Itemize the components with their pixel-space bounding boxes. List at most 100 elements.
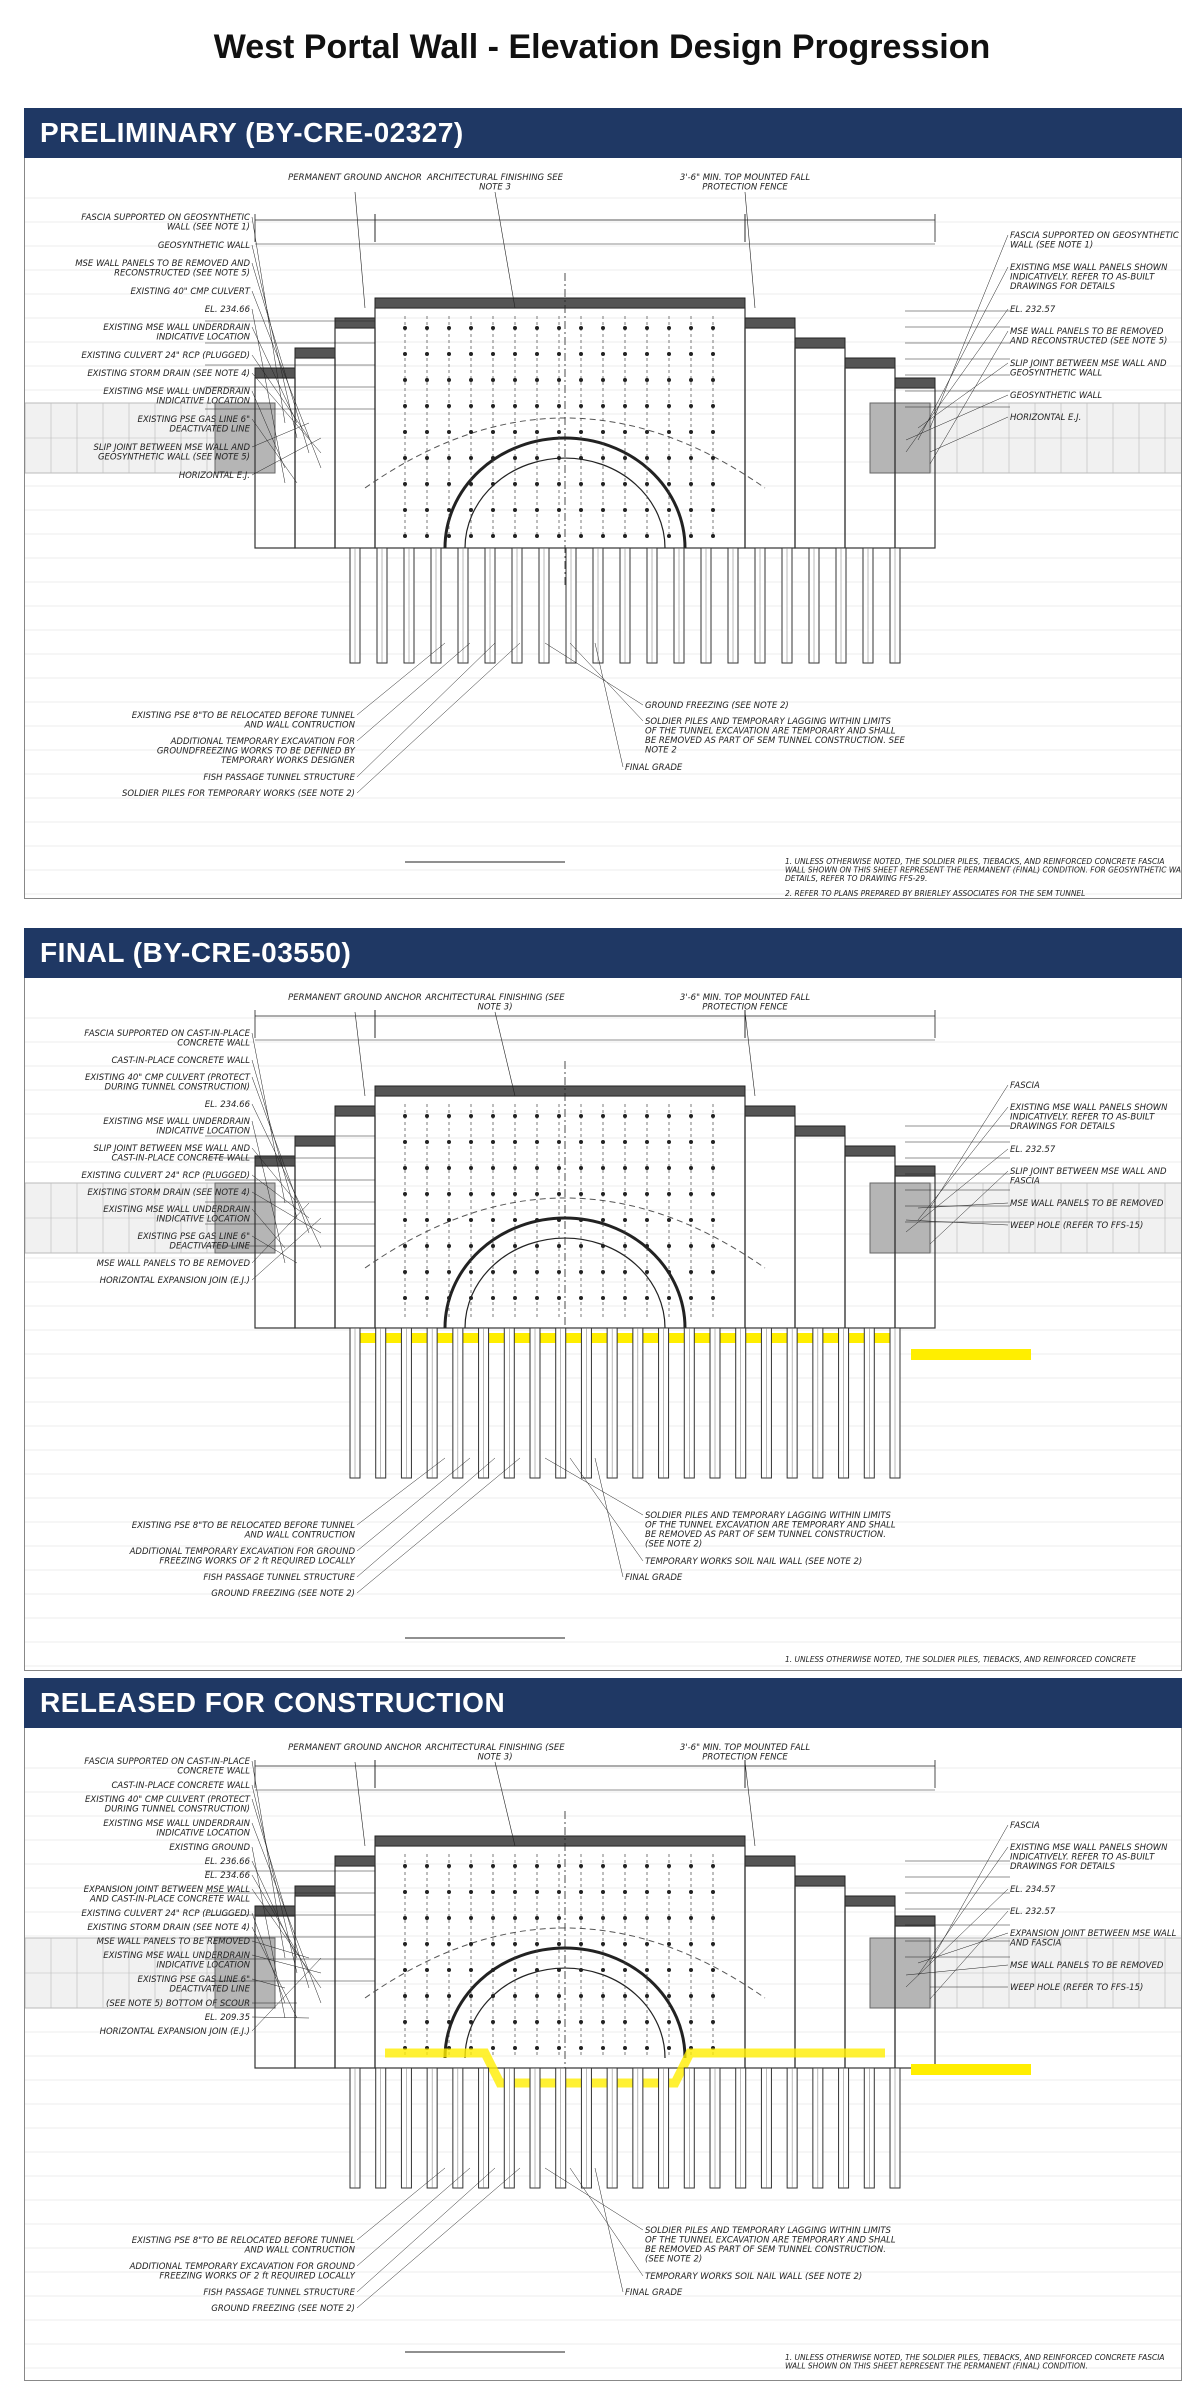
leader-line <box>929 1910 1009 2000</box>
leader-line <box>251 372 322 454</box>
leader-line <box>251 308 286 484</box>
anchor-head <box>623 404 627 408</box>
anchor-head <box>535 378 539 382</box>
anchor-head <box>557 1270 561 1274</box>
annotation-label: EXISTING PSE 8"TO BE RELOCATED BEFORE TU… <box>132 1521 356 1541</box>
anchor-head <box>469 1270 473 1274</box>
anchor-head <box>425 1218 429 1222</box>
wall-panel <box>894 387 936 549</box>
wall-coping <box>374 1835 746 1847</box>
tunnel-arch-outer <box>443 1946 687 2059</box>
anchor-head <box>535 1192 539 1196</box>
anchor-head <box>469 430 473 434</box>
anchor-head <box>557 1244 561 1248</box>
anchor-head <box>447 1244 451 1248</box>
anchor-head <box>601 1270 605 1274</box>
annotation-label: EXISTING PSE GAS LINE 6"DEACTIVATED LINE <box>137 1975 250 1995</box>
anchor-head <box>513 2020 517 2024</box>
anchor-head <box>601 1968 605 1972</box>
anchor-head <box>711 352 715 356</box>
anchor-head <box>491 2046 495 2050</box>
panel-header: FINAL (BY-CRE-03550) <box>24 928 1182 978</box>
leader-line <box>905 1964 1009 1976</box>
anchor-head <box>425 1890 429 1894</box>
tunnel-arch-inner <box>464 457 666 549</box>
anchor-head <box>667 1192 671 1196</box>
anchor-head <box>689 378 693 382</box>
anchor-head <box>513 1192 517 1196</box>
mse-panel-removed-left <box>214 402 276 474</box>
anchor-head <box>579 1994 583 1998</box>
anchor-head <box>645 1890 649 1894</box>
anchor-head <box>535 1296 539 1300</box>
annotation-label: EXISTING PSE 8"TO BE RELOCATED BEFORE TU… <box>132 711 356 731</box>
annotation-label: FINAL GRADE <box>625 763 683 773</box>
wall-coping <box>794 1125 846 1137</box>
anchor-head <box>491 1296 495 1300</box>
anchor-head <box>645 2046 649 2050</box>
leader-line <box>251 1912 286 2004</box>
leader-line <box>251 290 322 469</box>
leader-line <box>569 2167 644 2277</box>
annotation-label: EXISTING CULVERT 24" RCP (PLUGGED) <box>81 1909 250 1919</box>
anchor-head <box>667 534 671 538</box>
annotation-label: WEEP HOLE (REFER TO FFS-15) <box>1010 1983 1143 1993</box>
leader-line <box>929 416 1009 453</box>
anchor-head <box>469 404 473 408</box>
wall-coping <box>894 1915 936 1927</box>
anchor-head <box>623 326 627 330</box>
anchor-head <box>689 1114 693 1118</box>
anchor-head <box>579 508 583 512</box>
anchor-head <box>491 1166 495 1170</box>
annotation-label: FASCIA <box>1010 1821 1040 1831</box>
anchor-head <box>601 352 605 356</box>
anchor-head <box>557 326 561 330</box>
anchor-head <box>623 1968 627 1972</box>
bottom-of-scour-highlight <box>355 1333 895 1343</box>
anchor-head <box>491 1218 495 1222</box>
anchor-head <box>535 534 539 538</box>
anchor-head <box>513 1166 517 1170</box>
anchor-head <box>425 508 429 512</box>
anchor-head <box>645 1942 649 1946</box>
wall-coping <box>844 357 896 369</box>
anchor-head <box>557 456 561 460</box>
anchor-head <box>513 1968 517 1972</box>
wall-coping <box>334 317 376 329</box>
wall-panel <box>744 1865 796 2069</box>
anchor-head <box>689 352 693 356</box>
wall-coping <box>744 317 796 329</box>
anchor-head <box>623 1864 627 1868</box>
anchor-head <box>667 1166 671 1170</box>
anchor-head <box>601 1244 605 1248</box>
anchor-head <box>711 482 715 486</box>
wall-coping <box>844 1895 896 1907</box>
leader-line <box>917 1846 1009 1976</box>
anchor-head <box>513 1890 517 1894</box>
leader-line <box>744 1011 756 1097</box>
anchor-head <box>535 352 539 356</box>
anchor-head <box>491 430 495 434</box>
leader-line <box>251 1076 310 1234</box>
anchor-head <box>689 1916 693 1920</box>
leader-line <box>356 1457 446 1526</box>
anchor-head <box>623 508 627 512</box>
anchor-head <box>491 534 495 538</box>
wall-coping <box>894 1165 936 1177</box>
annotation-label: EXISTING CULVERT 24" RCP (PLUGGED) <box>81 1171 250 1181</box>
anchor-head <box>689 1270 693 1274</box>
anchor-head <box>623 1916 627 1920</box>
anchor-head <box>623 1244 627 1248</box>
anchor-head <box>623 1166 627 1170</box>
annotation-label: EXISTING PSE GAS LINE 6"DEACTIVATED LINE <box>137 1232 250 1252</box>
annotation-label: EL. 236.66 <box>205 1857 251 1867</box>
anchor-head <box>535 404 539 408</box>
anchor-head <box>689 2020 693 2024</box>
anchor-head <box>601 1890 605 1894</box>
